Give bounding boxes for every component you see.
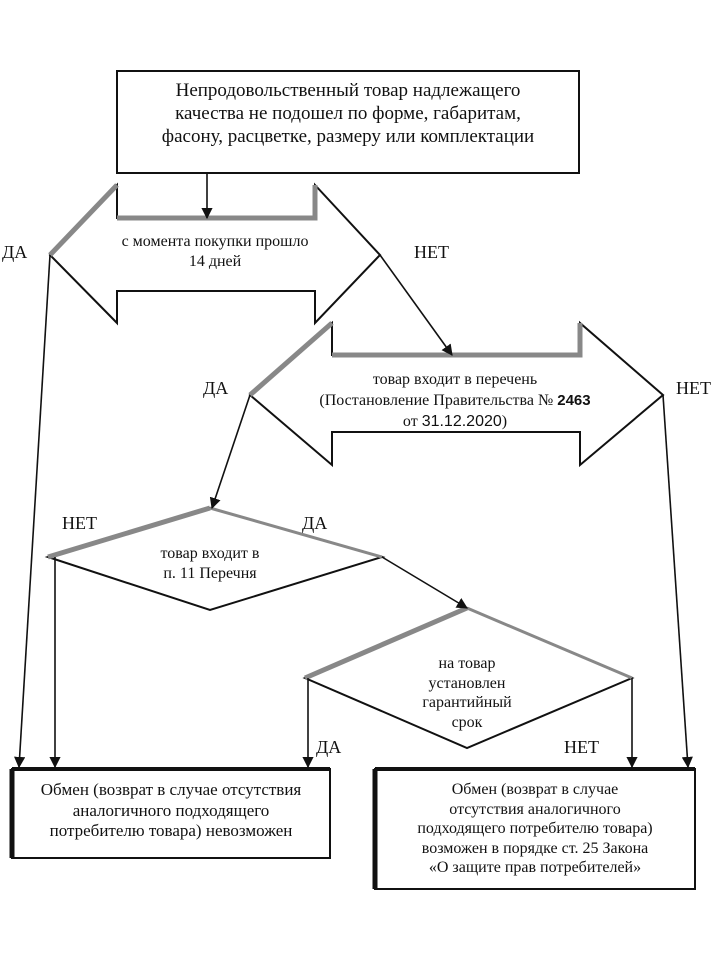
diamond1-line: п. 11 Перечня bbox=[163, 564, 257, 582]
result-right-line: отсутствия аналогичного bbox=[449, 800, 621, 818]
diamond-warranty bbox=[302, 605, 635, 750]
connector-arrow2-no bbox=[662, 394, 693, 769]
connector-arrow1-no bbox=[379, 254, 453, 356]
arrow2-line1: товар входит в перечень bbox=[372, 371, 538, 388]
diamond1-yes-label: ДА bbox=[302, 513, 328, 533]
result-right-line: подходящего потребителю товара) bbox=[417, 820, 653, 838]
diamond2-line: установлен bbox=[428, 674, 506, 692]
top-condition-box bbox=[116, 70, 580, 174]
connector-arrow2-yes bbox=[209, 394, 251, 510]
shadow-edge bbox=[117, 185, 318, 221]
arrow2-yes-label: ДА bbox=[203, 378, 229, 398]
diamond2-line: гарантийный bbox=[422, 694, 512, 712]
arrow1-text: с момента покупки прошло 14 дней bbox=[90, 232, 340, 271]
diamond1-text: товар входит в п. 11 Перечня bbox=[120, 544, 300, 583]
arrow2-line2-prefix: (Постановление Правительства № bbox=[319, 391, 558, 409]
diamond2-line: на товар bbox=[438, 655, 496, 672]
diamond-item-11 bbox=[44, 505, 386, 612]
arrow2-line2: (Постановление Правительства № 2463 bbox=[280, 391, 630, 412]
diamond1-no-label: НЕТ bbox=[62, 513, 97, 533]
arrow2-no-label: НЕТ bbox=[676, 378, 711, 398]
result-left-line: аналогичного подходящего bbox=[72, 800, 270, 820]
arrow2-line3: от 31.12.2020) bbox=[280, 412, 630, 433]
top-box-line: качества не подошел по форме, габаритам, bbox=[175, 103, 521, 125]
shadow-edge bbox=[332, 323, 583, 358]
top-box-line: Непродовольственный товар надлежащего bbox=[175, 80, 521, 101]
diamond1-line: товар входит в bbox=[160, 545, 260, 562]
diamond2-text: на товар установлен гарантийный срок bbox=[397, 654, 537, 732]
shadow-edge bbox=[47, 505, 211, 560]
decree-date: 31.12.2020 bbox=[421, 412, 502, 430]
arrow1-no-label: НЕТ bbox=[414, 242, 449, 262]
arrow2-line3-suffix: ) bbox=[501, 412, 508, 430]
arrow1-yes-label: ДА bbox=[2, 242, 28, 262]
diamond2-yes-label: ДА bbox=[316, 737, 342, 757]
top-box-text: Непродовольственный товар надлежащего ка… bbox=[117, 79, 579, 149]
result-left-line: потребителю товара) невозможен bbox=[49, 821, 293, 841]
result-left-box bbox=[11, 768, 331, 859]
decree-number: 2463 bbox=[557, 391, 591, 409]
shadow-edge bbox=[466, 606, 633, 680]
arrow1-line: 14 дней bbox=[188, 252, 242, 270]
connector-diamond1-yes bbox=[381, 556, 468, 609]
shadow-edge bbox=[304, 605, 468, 681]
shadow-edge bbox=[248, 321, 334, 397]
arrow2-text: товар входит в перечень (Постановление П… bbox=[280, 370, 630, 432]
shadow-edge bbox=[209, 506, 383, 559]
top-box-line: фасону, расцветке, размеру или комплекта… bbox=[161, 126, 535, 148]
diamond2-no-label: НЕТ bbox=[564, 737, 599, 757]
arrow1-line: с момента покупки прошло bbox=[121, 233, 309, 250]
diamond2-line: срок bbox=[451, 713, 483, 731]
connector-arrow1-yes bbox=[14, 254, 51, 769]
result-right-text: Обмен (возврат в случае отсутствия анало… bbox=[377, 780, 693, 878]
shadow-edge bbox=[48, 183, 119, 257]
result-right-box bbox=[374, 768, 696, 890]
result-right-line: Обмен (возврат в случае bbox=[451, 781, 619, 798]
result-left-text: Обмен (возврат в случае отсутствия анало… bbox=[14, 780, 328, 842]
result-left-line: Обмен (возврат в случае отсутствия bbox=[40, 780, 302, 799]
arrow2-line3-prefix: от bbox=[402, 412, 422, 430]
result-right-line: возможен в порядке ст. 25 Закона bbox=[421, 839, 649, 857]
result-right-line: «О защите прав потребителей» bbox=[428, 859, 642, 877]
